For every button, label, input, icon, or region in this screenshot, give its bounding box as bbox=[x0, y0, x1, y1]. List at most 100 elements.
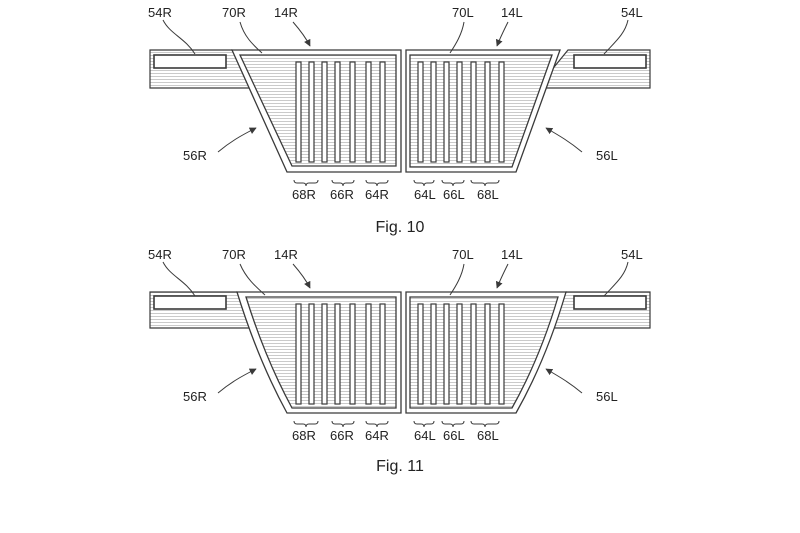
channel-66l-b bbox=[456, 61, 463, 163]
leader-lines-fig11 bbox=[162, 261, 629, 394]
channel-64l-a-fig11 bbox=[417, 303, 424, 405]
channel-64r-a bbox=[349, 61, 356, 163]
label-56r-fig11: 56R bbox=[183, 389, 207, 404]
channel-64r-c-fig11 bbox=[379, 303, 386, 405]
pocket-54r bbox=[153, 54, 227, 69]
channel-66r-b-fig11 bbox=[334, 303, 341, 405]
label-14l-fig11: 14L bbox=[501, 247, 523, 262]
channel-68l-a bbox=[470, 61, 477, 163]
label-70r-fig11: 70R bbox=[222, 247, 246, 262]
pocket-54r-fig11 bbox=[153, 295, 227, 310]
channel-64r-b-fig11 bbox=[365, 303, 372, 405]
brace-66l bbox=[441, 179, 465, 187]
brace-66r-fig11 bbox=[331, 420, 355, 428]
label-68r: 68R bbox=[292, 187, 316, 202]
leader-14r-arrow-fig11 bbox=[292, 263, 311, 289]
channel-66r-a bbox=[321, 61, 328, 163]
pocket-54l-fig11 bbox=[573, 295, 647, 310]
label-68l: 68L bbox=[477, 187, 499, 202]
channel-64l-a bbox=[417, 61, 424, 163]
leader-lines-fig10 bbox=[162, 19, 629, 153]
brace-68l bbox=[470, 179, 500, 187]
inner-boundary-70r-fig11 bbox=[245, 296, 397, 409]
caption-fig11: Fig. 11 bbox=[376, 458, 424, 475]
channel-64l-b-fig11 bbox=[430, 303, 437, 405]
label-70r: 70R bbox=[222, 5, 246, 20]
label-56l-fig11: 56L bbox=[596, 389, 618, 404]
label-66r-fig11: 66R bbox=[330, 428, 354, 443]
leader-56l-arrow bbox=[545, 127, 583, 153]
caption-fig10: Fig. 10 bbox=[376, 219, 425, 236]
brace-68r bbox=[293, 179, 319, 187]
channel-68l-c-fig11 bbox=[498, 303, 505, 405]
channel-64r-a-fig11 bbox=[349, 303, 356, 405]
channel-group-l bbox=[417, 61, 505, 163]
channel-68r-b bbox=[308, 61, 315, 163]
channel-68l-b-fig11 bbox=[484, 303, 491, 405]
leader-14r-arrow bbox=[292, 21, 311, 47]
channel-68l-a-fig11 bbox=[470, 303, 477, 405]
brace-68l-fig11 bbox=[470, 420, 500, 428]
panel-14l bbox=[405, 49, 651, 173]
channel-66r-b bbox=[334, 61, 341, 163]
leader-70l bbox=[449, 21, 465, 54]
leader-70r bbox=[239, 21, 263, 54]
leader-54r bbox=[162, 19, 196, 55]
panel-14r-fig11 bbox=[149, 291, 402, 414]
label-64l-fig11: 64L bbox=[414, 428, 436, 443]
braces-fig10 bbox=[293, 179, 500, 187]
brace-64l bbox=[413, 179, 435, 187]
channel-64l-b bbox=[430, 61, 437, 163]
label-64l: 64L bbox=[414, 187, 436, 202]
figure-11: 54R 70R 14R 70L 14L 54L 56R 56L 68R 66R … bbox=[148, 247, 651, 475]
channel-68r-a bbox=[295, 61, 302, 163]
channel-66l-b-fig11 bbox=[456, 303, 463, 405]
label-14r-fig11: 14R bbox=[274, 247, 298, 262]
label-68l-fig11: 68L bbox=[477, 428, 499, 443]
brace-68r-fig11 bbox=[293, 420, 319, 428]
label-64r-fig11: 64R bbox=[365, 428, 389, 443]
channel-68l-c bbox=[498, 61, 505, 163]
channel-66r-a-fig11 bbox=[321, 303, 328, 405]
channel-66l-a bbox=[443, 61, 450, 163]
channel-68r-b-fig11 bbox=[308, 303, 315, 405]
channel-group-r bbox=[295, 61, 386, 163]
label-66r: 66R bbox=[330, 187, 354, 202]
leader-54l-fig11 bbox=[603, 261, 629, 297]
leader-56l-arrow-fig11 bbox=[545, 368, 583, 394]
panel-14r bbox=[149, 49, 402, 173]
channel-64r-c bbox=[379, 61, 386, 163]
figure-10: 54R 70R 14R 70L 14L 54L 56R 56L 68R 66R … bbox=[148, 5, 651, 236]
label-54l: 54L bbox=[621, 5, 643, 20]
label-54r: 54R bbox=[148, 5, 172, 20]
inner-boundary-70r bbox=[238, 54, 397, 167]
leader-54l bbox=[603, 19, 629, 55]
leader-70l-fig11 bbox=[449, 263, 465, 296]
brace-64r bbox=[365, 179, 389, 187]
label-14l: 14L bbox=[501, 5, 523, 20]
label-64r: 64R bbox=[365, 187, 389, 202]
panel-14l-fig11 bbox=[405, 291, 651, 414]
channel-64r-b bbox=[365, 61, 372, 163]
leader-14l-arrow-fig11 bbox=[495, 263, 509, 289]
braces-fig11 bbox=[293, 420, 500, 428]
channel-group-r-fig11 bbox=[295, 303, 386, 405]
label-56l: 56L bbox=[596, 148, 618, 163]
leader-56r-arrow bbox=[217, 127, 257, 153]
label-66l-fig11: 66L bbox=[443, 428, 465, 443]
label-54l-fig11: 54L bbox=[621, 247, 643, 262]
leader-56r-arrow-fig11 bbox=[217, 368, 257, 394]
label-54r-fig11: 54R bbox=[148, 247, 172, 262]
label-68r-fig11: 68R bbox=[292, 428, 316, 443]
label-14r: 14R bbox=[274, 5, 298, 20]
label-70l: 70L bbox=[452, 5, 474, 20]
channel-66l-a-fig11 bbox=[443, 303, 450, 405]
brace-64r-fig11 bbox=[365, 420, 389, 428]
label-70l-fig11: 70L bbox=[452, 247, 474, 262]
channel-68l-b bbox=[484, 61, 491, 163]
channel-group-l-fig11 bbox=[417, 303, 505, 405]
brace-64l-fig11 bbox=[413, 420, 435, 428]
leader-14l-arrow bbox=[495, 21, 509, 47]
label-66l: 66L bbox=[443, 187, 465, 202]
